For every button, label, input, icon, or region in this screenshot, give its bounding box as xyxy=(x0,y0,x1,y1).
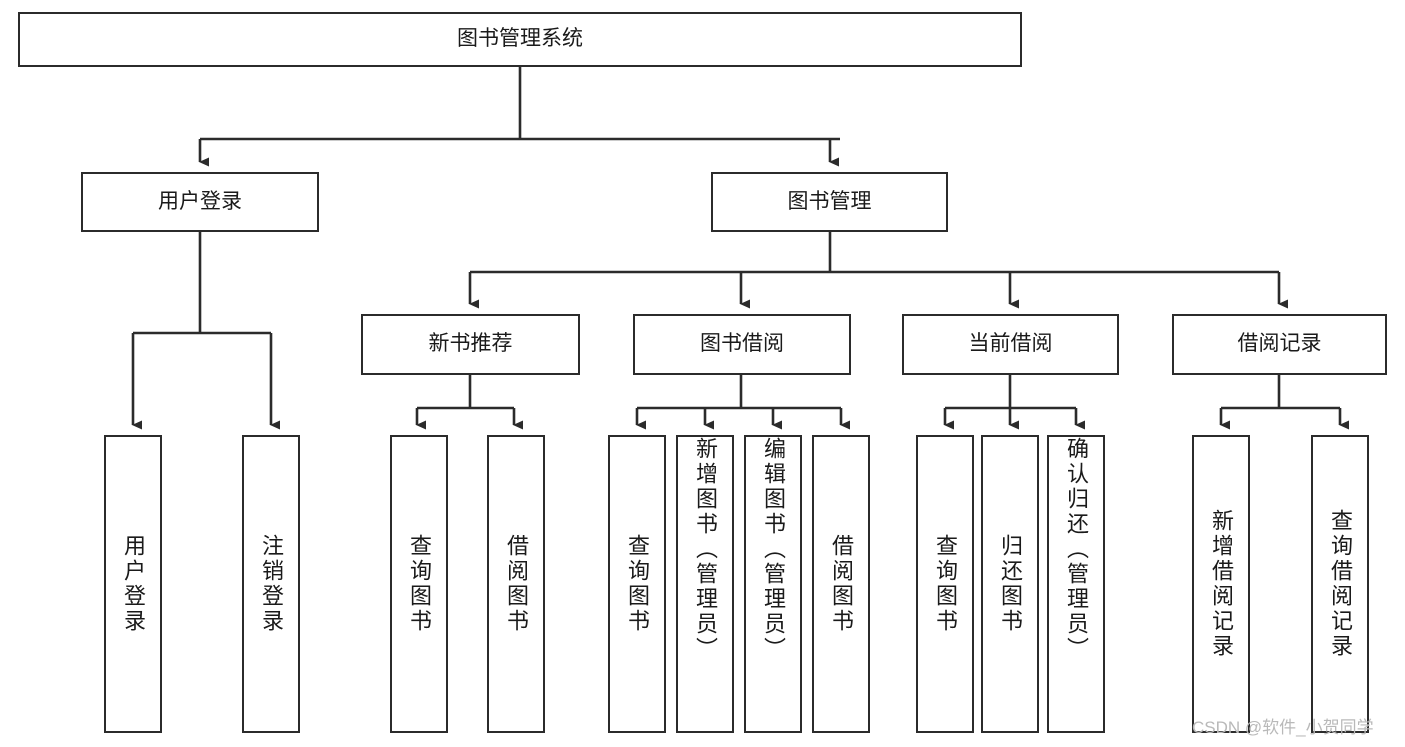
node-current-borrow-label: 当前借阅 xyxy=(968,332,1053,356)
node-new-book-recommend-label: 新书推荐 xyxy=(428,332,513,356)
node-book-borrow-label: 图书借阅 xyxy=(700,332,784,356)
node-user-login[interactable]: 用户登录 xyxy=(81,172,319,232)
leaf-borrow-book-recommend-label: 借阅图书 xyxy=(504,534,529,634)
leaf-borrow-book-recommend[interactable]: 借阅图书 xyxy=(487,435,545,733)
leaf-add-book-admin-label: 新增图书（管理员） xyxy=(693,437,718,662)
node-root-label: 图书管理系统 xyxy=(457,27,583,51)
node-book-management[interactable]: 图书管理 xyxy=(711,172,948,232)
watermark: CSDN @软件_小贺同学 xyxy=(1192,718,1374,737)
leaf-add-borrow-record-label: 新增借阅记录 xyxy=(1209,509,1234,659)
leaf-confirm-return-admin[interactable]: 确认归还（管理员） xyxy=(1047,435,1105,733)
leaf-logout-label: 注销登录 xyxy=(259,534,284,634)
leaf-query-borrow-record[interactable]: 查询借阅记录 xyxy=(1311,435,1369,733)
leaf-edit-book-admin-label: 编辑图书（管理员） xyxy=(761,437,786,662)
leaf-confirm-return-admin-label: 确认归还（管理员） xyxy=(1064,437,1089,662)
node-root[interactable]: 图书管理系统 xyxy=(18,12,1022,67)
leaf-borrow-book-label: 借阅图书 xyxy=(829,534,854,634)
leaf-query-book-current[interactable]: 查询图书 xyxy=(916,435,974,733)
leaf-user-login[interactable]: 用户登录 xyxy=(104,435,162,733)
leaf-logout[interactable]: 注销登录 xyxy=(242,435,300,733)
leaf-query-book-recommend-label: 查询图书 xyxy=(407,534,432,634)
node-book-borrow[interactable]: 图书借阅 xyxy=(633,314,851,375)
leaf-query-book-recommend[interactable]: 查询图书 xyxy=(390,435,448,733)
leaf-query-book-borrow-label: 查询图书 xyxy=(625,534,650,634)
leaf-add-borrow-record[interactable]: 新增借阅记录 xyxy=(1192,435,1250,733)
node-borrow-records-label: 借阅记录 xyxy=(1237,332,1322,356)
leaf-add-book-admin[interactable]: 新增图书（管理员） xyxy=(676,435,734,733)
leaf-borrow-book[interactable]: 借阅图书 xyxy=(812,435,870,733)
node-book-management-label: 图书管理 xyxy=(787,189,872,213)
node-user-login-label: 用户登录 xyxy=(158,189,242,213)
node-new-book-recommend[interactable]: 新书推荐 xyxy=(361,314,580,375)
leaf-return-book[interactable]: 归还图书 xyxy=(981,435,1039,733)
node-borrow-records[interactable]: 借阅记录 xyxy=(1172,314,1387,375)
leaf-query-book-borrow[interactable]: 查询图书 xyxy=(608,435,666,733)
node-current-borrow[interactable]: 当前借阅 xyxy=(902,314,1119,375)
leaf-user-login-label: 用户登录 xyxy=(121,534,146,634)
leaf-query-borrow-record-label: 查询借阅记录 xyxy=(1328,509,1353,659)
leaf-return-book-label: 归还图书 xyxy=(998,534,1023,634)
leaf-edit-book-admin[interactable]: 编辑图书（管理员） xyxy=(744,435,802,733)
leaf-query-book-current-label: 查询图书 xyxy=(933,534,958,634)
